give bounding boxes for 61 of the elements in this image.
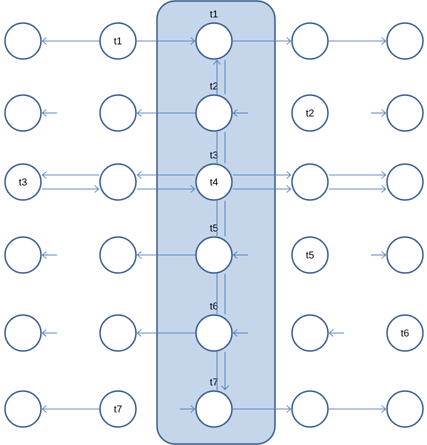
- arrow: [232, 171, 292, 179]
- arrow: [370, 251, 386, 259]
- circle-node: [4, 390, 42, 428]
- circle-node: [386, 163, 424, 201]
- arrow: [136, 329, 196, 337]
- arrow: [136, 171, 196, 179]
- circle-node: t3: [4, 163, 42, 201]
- arrow: [42, 37, 100, 45]
- arrow: [232, 37, 292, 45]
- circle-node: [4, 94, 42, 132]
- circle-node: t1: [99, 22, 137, 60]
- circle-node: [386, 94, 424, 132]
- circle-node: [291, 390, 329, 428]
- arrow: [232, 251, 248, 259]
- arrow: [232, 185, 292, 193]
- arrow: [180, 405, 196, 413]
- circle-node: [386, 236, 424, 274]
- arrow: [221, 351, 229, 390]
- circle-node: [99, 236, 137, 274]
- node-label: t3: [210, 151, 218, 159]
- circle-node: t5: [291, 236, 329, 274]
- node-label: t5: [210, 224, 218, 232]
- circle-node: [386, 390, 424, 428]
- arrow: [213, 60, 221, 95]
- arrow: [328, 329, 344, 337]
- node-label: t1: [210, 10, 218, 18]
- arrow: [370, 109, 386, 117]
- arrow: [42, 251, 58, 259]
- arrow: [41, 185, 100, 193]
- circle-node: [4, 22, 42, 60]
- arrow: [42, 109, 58, 117]
- arrow: [328, 37, 386, 45]
- node-label: t7: [210, 378, 218, 386]
- arrow: [136, 37, 196, 45]
- arrow: [328, 185, 386, 193]
- arrow: [328, 405, 386, 413]
- circle-node: t2: [291, 94, 329, 132]
- arrow: [136, 251, 196, 259]
- arrow: [136, 109, 196, 117]
- arrow: [232, 329, 248, 337]
- node-label: t2: [210, 82, 218, 90]
- circle-node: t4: [195, 163, 233, 201]
- circle-node: [291, 163, 329, 201]
- circle-node: [99, 163, 137, 201]
- circle-node: [291, 22, 329, 60]
- circle-node: t7: [99, 390, 137, 428]
- arrow: [136, 185, 196, 193]
- circle-node: [4, 236, 42, 274]
- circle-node: [99, 314, 137, 352]
- arrow: [42, 329, 58, 337]
- circle-node: [291, 314, 329, 352]
- arrow: [232, 109, 248, 117]
- arrow: [232, 405, 292, 413]
- circle-node: [4, 314, 42, 352]
- circle-node: [386, 22, 424, 60]
- arrow: [328, 171, 386, 179]
- circle-node: t6: [386, 314, 424, 352]
- arrow: [42, 405, 100, 413]
- node-label: t6: [210, 302, 218, 310]
- arrow: [42, 171, 100, 179]
- circle-node: [99, 94, 137, 132]
